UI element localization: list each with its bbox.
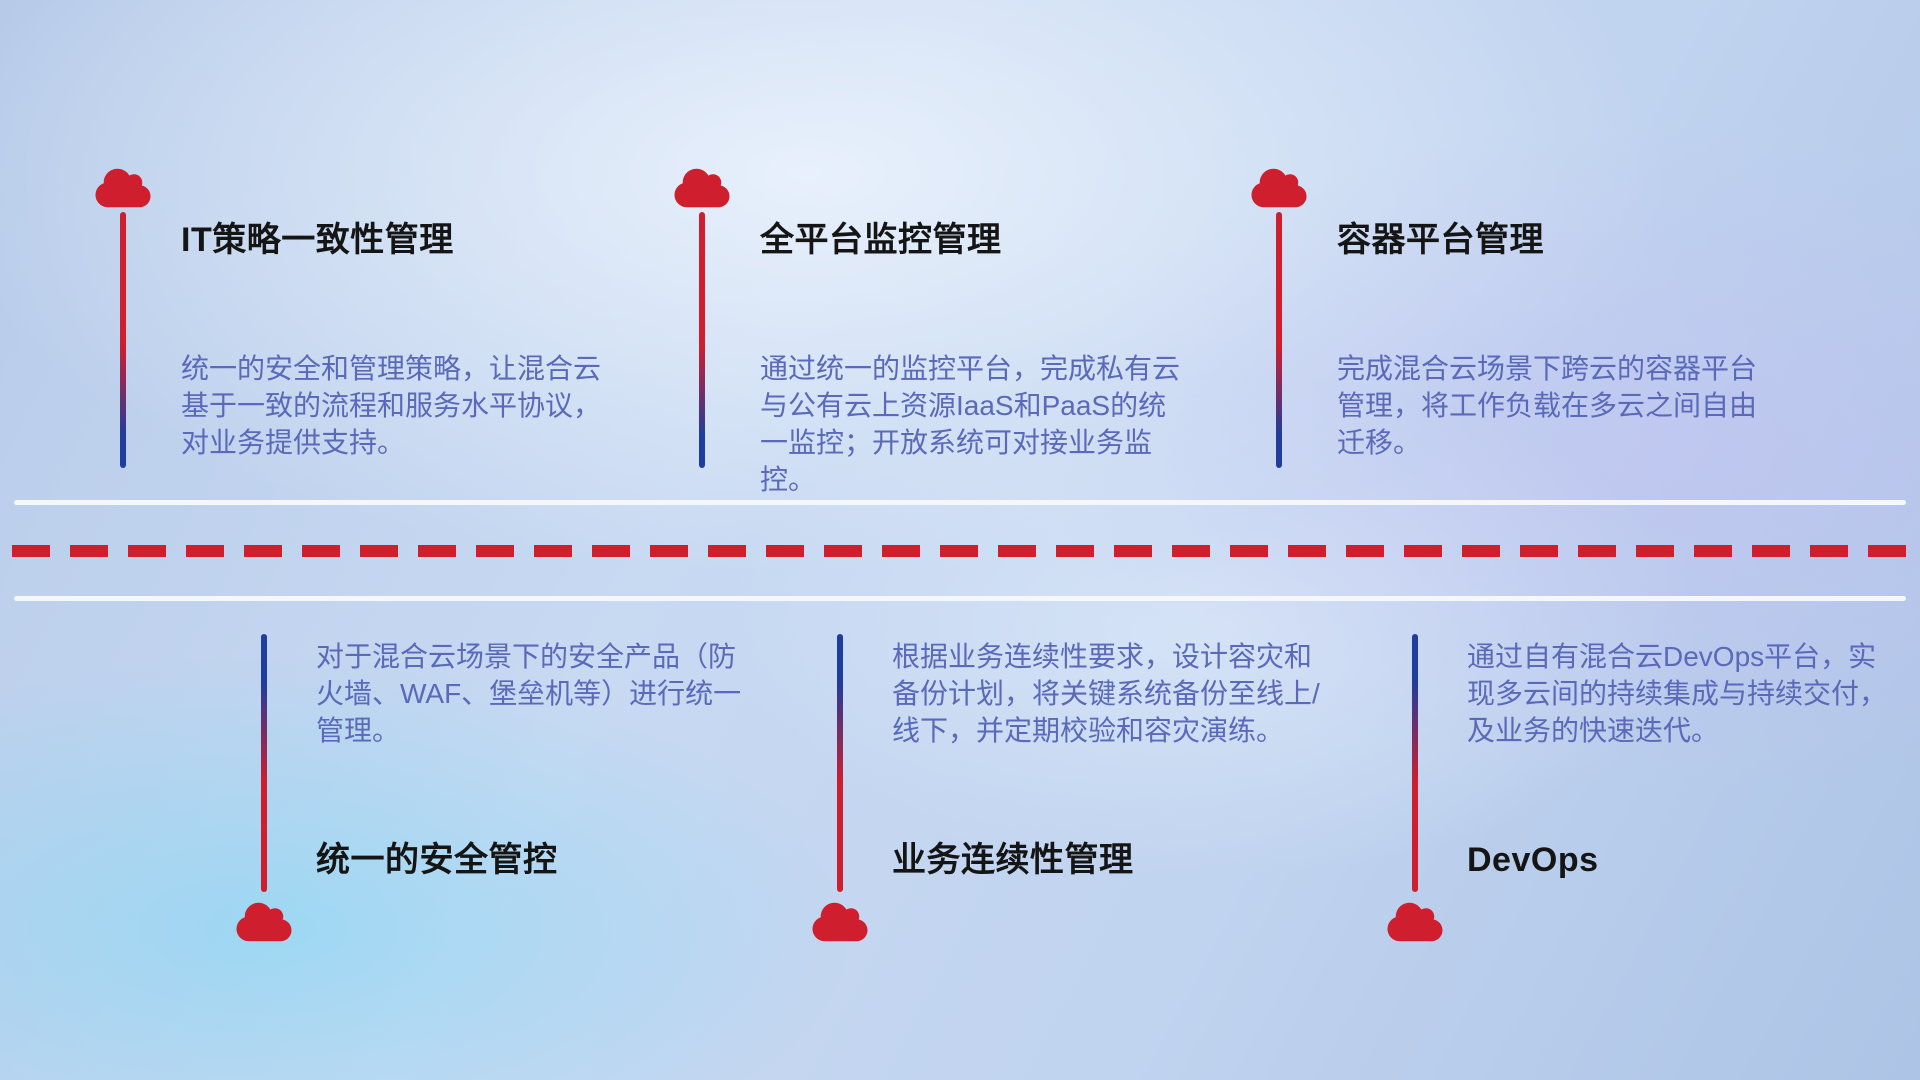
capability-item-business-continuity: 根据业务连续性要求，设计容灾和备份计划，将关键系统备份至线上/线下，并定期校验和… <box>810 634 1330 964</box>
timeline-lower-line <box>14 596 1906 601</box>
connector-line <box>1276 212 1282 468</box>
capability-title: IT策略一致性管理 <box>181 221 454 259</box>
capability-description: 通过自有混合云DevOps平台，实现多云间的持续集成与持续交付，及业务的快速迭代… <box>1467 641 1888 746</box>
capability-content: 根据业务连续性要求，设计容灾和备份计划，将关键系统备份至线上/线下，并定期校验和… <box>892 638 1322 749</box>
cloud-icon <box>1385 900 1445 944</box>
capability-item-it-policy: IT策略一致性管理 统一的安全和管理策略，让混合云基于一致的流程和服务水平协议，… <box>93 166 613 506</box>
capability-content: 通过自有混合云DevOps平台，实现多云间的持续集成与持续交付，及业务的快速迭代… <box>1467 638 1897 749</box>
connector-line <box>837 634 843 892</box>
timeline-dashed-line <box>12 545 1908 557</box>
connector-line <box>1412 634 1418 892</box>
cloud-icon <box>810 900 870 944</box>
capability-description: 根据业务连续性要求，设计容灾和备份计划，将关键系统备份至线上/线下，并定期校验和… <box>892 641 1320 746</box>
capability-item-monitoring: 全平台监控管理 通过统一的监控平台，完成私有云与公有云上资源IaaS和PaaS的… <box>672 166 1192 506</box>
capability-title: 容器平台管理 <box>1337 221 1544 259</box>
capability-item-security-control: 对于混合云场景下的安全产品（防火墙、WAF、堡垒机等）进行统一管理。 统一的安全… <box>234 634 754 964</box>
timeline-upper-line <box>14 500 1906 505</box>
cloud-icon <box>1249 166 1309 210</box>
capability-title: DevOps <box>1467 841 1599 879</box>
cloud-icon <box>672 166 732 210</box>
cloud-icon <box>234 900 294 944</box>
connector-line <box>261 634 267 892</box>
capability-description: 对于混合云场景下的安全产品（防火墙、WAF、堡垒机等）进行统一管理。 <box>316 641 742 746</box>
capability-title: 业务连续性管理 <box>892 841 1134 879</box>
capability-title: 全平台监控管理 <box>760 221 1002 259</box>
capability-item-devops: 通过自有混合云DevOps平台，实现多云间的持续集成与持续交付，及业务的快速迭代… <box>1385 634 1905 964</box>
capability-description: 通过统一的监控平台，完成私有云与公有云上资源IaaS和PaaS的统一监控；开放系… <box>760 353 1181 495</box>
capability-content: 对于混合云场景下的安全产品（防火墙、WAF、堡垒机等）进行统一管理。 <box>316 638 746 749</box>
cloud-icon <box>93 166 153 210</box>
capability-description: 统一的安全和管理策略，让混合云基于一致的流程和服务水平协议，对业务提供支持。 <box>181 353 602 458</box>
capability-content: 全平台监控管理 通过统一的监控平台，完成私有云与公有云上资源IaaS和PaaS的… <box>760 218 1194 498</box>
capability-content: IT策略一致性管理 统一的安全和管理策略，让混合云基于一致的流程和服务水平协议，… <box>181 218 615 461</box>
capability-item-container-platform: 容器平台管理 完成混合云场景下跨云的容器平台管理，将工作负载在多云之间自由迁移。 <box>1249 166 1769 506</box>
capability-description: 完成混合云场景下跨云的容器平台管理，将工作负载在多云之间自由迁移。 <box>1337 353 1758 458</box>
capability-title: 统一的安全管控 <box>316 841 558 879</box>
connector-line <box>120 212 126 468</box>
connector-line <box>699 212 705 468</box>
capability-content: 容器平台管理 完成混合云场景下跨云的容器平台管理，将工作负载在多云之间自由迁移。 <box>1337 218 1771 461</box>
